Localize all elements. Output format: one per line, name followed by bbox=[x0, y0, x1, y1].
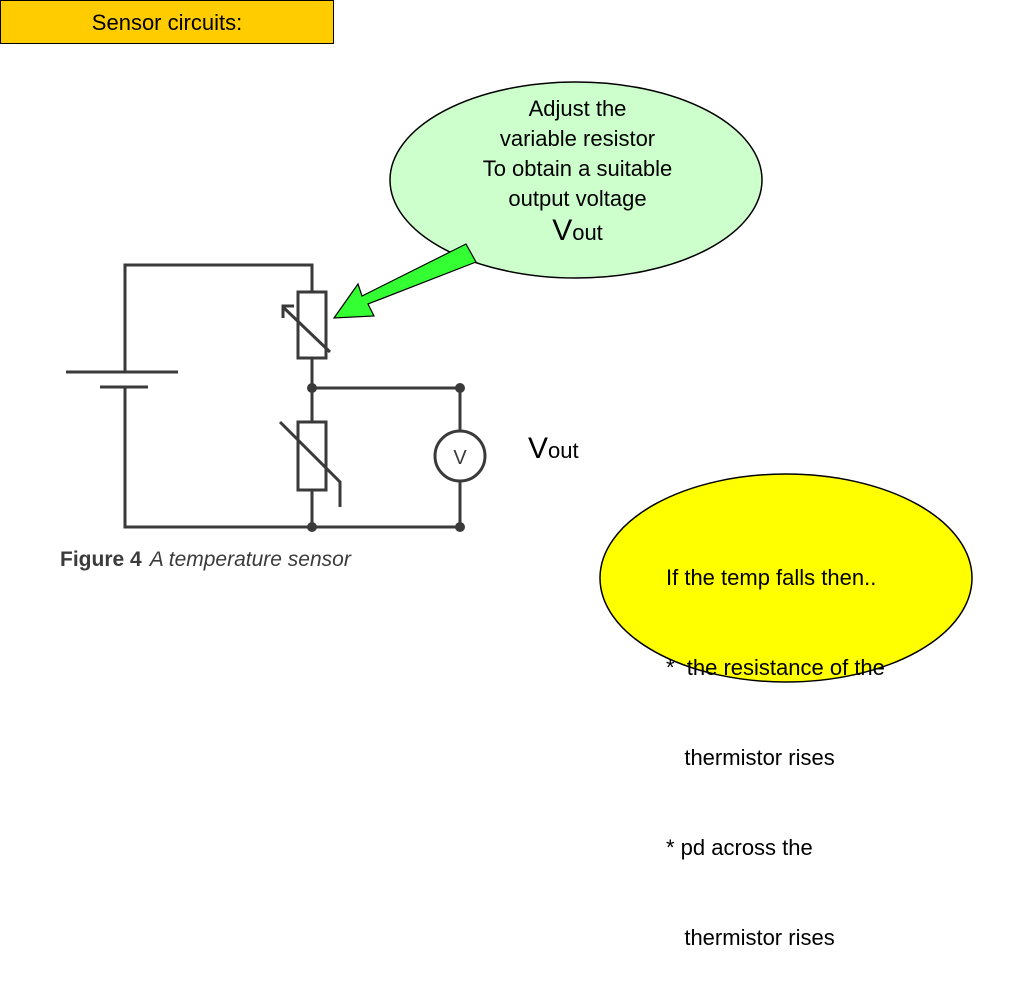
green-line-2: variable resistor bbox=[499, 126, 656, 151]
yellow-line-1: If the temp falls then.. bbox=[666, 565, 877, 590]
voltmeter-symbol: V bbox=[453, 447, 467, 469]
green-vout-main: V bbox=[552, 214, 573, 247]
vout-main: V bbox=[528, 432, 549, 465]
variable-resistor bbox=[281, 290, 332, 360]
figure-caption: Figure 4 A temperature sensor bbox=[60, 548, 351, 572]
yellow-line-5: thermistor rises bbox=[666, 925, 835, 950]
yellow-line-3: thermistor rises bbox=[666, 745, 835, 770]
green-vout-label: Vout bbox=[440, 216, 715, 248]
green-line-1: Adjust the bbox=[528, 96, 627, 121]
voltmeter bbox=[433, 429, 487, 483]
yellow-line-4: * pd across the bbox=[666, 835, 813, 860]
green-arrow bbox=[332, 243, 477, 319]
circuit-wires bbox=[123, 263, 462, 529]
figure-number: Figure 4 bbox=[60, 548, 142, 571]
circuit-diagram: V bbox=[66, 81, 973, 683]
green-callout-bubble bbox=[389, 81, 763, 279]
figure-text: A temperature sensor bbox=[149, 548, 351, 571]
yellow-callout-bubble bbox=[599, 473, 973, 683]
vout-label: Vout bbox=[528, 432, 579, 466]
green-line-4: output voltage bbox=[508, 186, 647, 211]
yellow-callout-text: If the temp falls then.. * the resistanc… bbox=[666, 503, 966, 983]
junction-dots bbox=[307, 383, 465, 532]
battery-symbol bbox=[66, 370, 178, 389]
slide-title: Sensor circuits: bbox=[0, 0, 334, 44]
green-vout-sub: out bbox=[572, 220, 603, 245]
thermistor bbox=[278, 420, 342, 507]
green-line-3: To obtain a suitable bbox=[482, 156, 673, 181]
green-callout-text: Adjust the variable resistor To obtain a… bbox=[440, 94, 715, 248]
yellow-line-2: * the resistance of the bbox=[666, 655, 885, 680]
vout-sub: out bbox=[548, 438, 579, 463]
